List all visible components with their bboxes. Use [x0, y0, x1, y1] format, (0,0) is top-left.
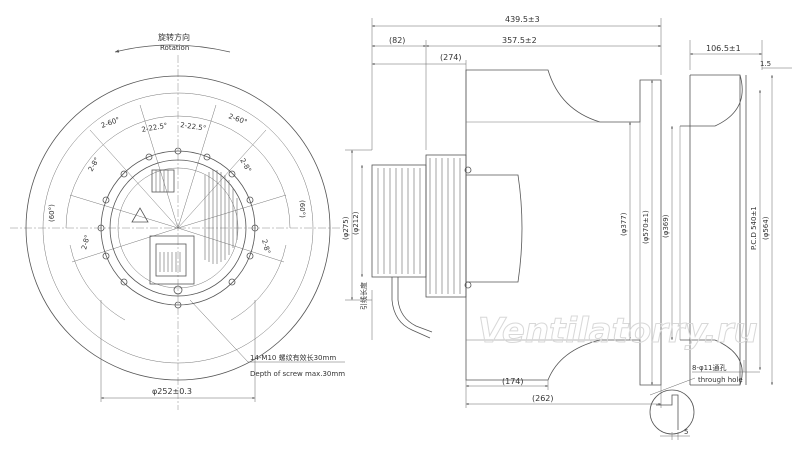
rotation-label-en: Rotation: [160, 44, 189, 52]
hub-profile: [465, 174, 523, 283]
detail-circle: 5: [649, 377, 696, 440]
detail-dim-label: 5: [684, 428, 688, 436]
inlet-view: 106.5±1 1.5 (φ369) P.C.D 540±1 (φ564) 8-…: [662, 40, 792, 386]
inlet-ring-profile: [680, 74, 747, 386]
angle-label: 2-22.5°: [180, 121, 207, 133]
side-view: 439.5±3 (82) 357.5±2 (274): [342, 15, 662, 408]
angle-arc-lower-right: [230, 244, 287, 321]
thread-note-leader: [189, 299, 249, 363]
radial-lines: [69, 104, 287, 263]
front-view: 旋转方向 Rotation 2-60° 2-60° 2-22.5° 2-22.5…: [10, 32, 345, 410]
thread-note-cn: 14-M10 螺纹有效长30mm: [250, 353, 336, 362]
inlet-thickness-label: 1.5: [760, 60, 771, 68]
dim-174-label: (174): [502, 377, 524, 386]
angle-label: 2-60°: [227, 112, 248, 126]
diameter-label: φ252±0.3: [152, 387, 192, 396]
watermark: Ventilatorry.ru: [478, 311, 758, 351]
dim-357-label: 357.5±2: [502, 36, 537, 45]
bolt-holes: [97, 147, 259, 309]
dia-564-label: (φ564): [762, 216, 770, 240]
holes-note-en: through hole: [698, 376, 743, 384]
angle-label: 2-8°: [238, 157, 252, 174]
angle-arc-outer: [65, 115, 291, 229]
rotation-label-cn: 旋转方向: [158, 32, 190, 42]
angle-label: 2-8°: [80, 234, 92, 250]
dia-212-label: (φ212): [352, 211, 360, 235]
dia-377-label: (φ377): [620, 212, 628, 236]
angle-label: (60°): [298, 200, 306, 218]
angle-label: 2-8°: [260, 238, 272, 254]
upper-fin-block: [151, 169, 175, 193]
motor-flange-circle: [100, 150, 256, 306]
dia-570-label: (φ570±1): [642, 210, 650, 244]
overall-width-label: 439.5±3: [505, 15, 540, 24]
impeller-ring: [42, 92, 314, 364]
dim-274-label: (274): [440, 53, 462, 62]
angle-label: 2-22.5°: [141, 122, 168, 134]
angle-label: 2-8°: [87, 156, 101, 173]
impeller-outer-circle: [25, 75, 331, 381]
cable: [391, 277, 431, 339]
terminal-box: [149, 235, 195, 295]
motor-housing: [109, 159, 247, 297]
pcd-label: P.C.D 540±1: [750, 206, 758, 250]
inlet-width-label: 106.5±1: [706, 44, 741, 53]
warning-triangle-icon: [131, 207, 149, 223]
dia-369-label: (φ369): [662, 214, 670, 238]
motor-inner: [117, 167, 239, 289]
dia-275-label: (φ275): [342, 216, 350, 240]
motor-block: [371, 154, 472, 298]
cable-label: 引线长度: [359, 282, 368, 310]
cooling-fins: [204, 170, 238, 264]
dim-262-label: (262): [532, 394, 554, 403]
dim-82-label: (82): [389, 36, 405, 45]
angle-arc-lower: [69, 244, 126, 321]
rotation-arrow: [114, 44, 231, 53]
angle-label: 2-60°: [100, 116, 121, 130]
thread-note-en: Depth of screw max.30mm: [250, 370, 345, 378]
holes-note: 8-φ11通孔: [692, 363, 727, 372]
angle-label: (60°): [48, 204, 56, 222]
